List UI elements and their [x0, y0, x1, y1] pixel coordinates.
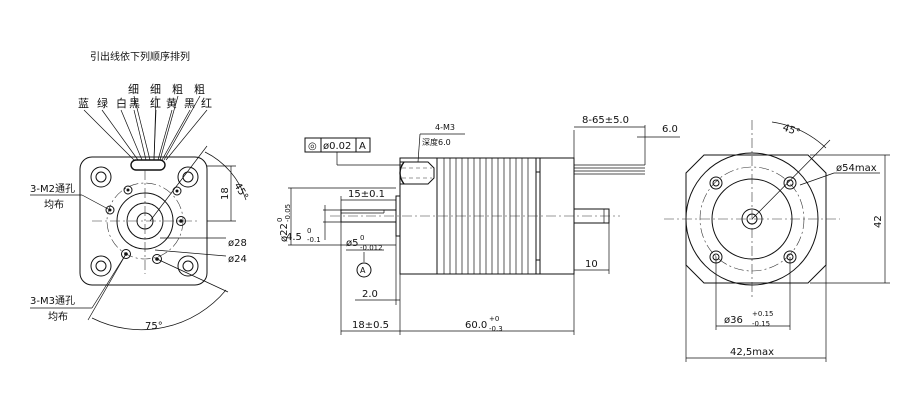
- dia-22-tol-upper: 0: [276, 218, 284, 222]
- lead-wires: [574, 164, 645, 175]
- tolerance-symbol: ◎: [308, 141, 317, 152]
- width-42-5-label: 42,5max: [730, 347, 774, 358]
- side-view: ◎ ø0.02 A: [276, 115, 680, 335]
- wire-bottom-6: 黄: [166, 96, 177, 110]
- rear-shaft-10-label: 10: [585, 259, 598, 270]
- dia-54-label: ø54max: [836, 163, 877, 174]
- lead-length-label: 8-65±5.0: [582, 115, 629, 126]
- dia-5-tol-upper: 0: [360, 234, 364, 242]
- body-60-label: 60.0: [465, 320, 487, 331]
- dia-5-label: ø5: [346, 238, 358, 249]
- wire-bottom-1: 蓝: [78, 97, 89, 110]
- flat-tol-upper: 0: [307, 227, 311, 235]
- dia-36-tol-lower: -0.15: [752, 320, 770, 328]
- wire-top-4: 粗: [194, 83, 205, 96]
- tapped-hole: [399, 161, 435, 185]
- wire-top-1: 细: [128, 83, 139, 96]
- dia-36-label: ø36: [724, 315, 743, 326]
- m2-holes: [105, 185, 182, 215]
- wire-color-labels: 细 细 粗 粗 蓝 绿 白 黑 红 黄 黑 红: [78, 83, 212, 110]
- body-tol-lower: -0.3: [489, 325, 503, 333]
- tolerance-value: ø0.02: [323, 141, 351, 152]
- angle-top-label: 45°: [231, 181, 249, 202]
- lead-slot: [130, 159, 166, 171]
- wire-top-2: 细: [150, 83, 161, 96]
- wire-leaders: [83, 95, 208, 161]
- rear-flange: [685, 154, 827, 284]
- wire-bottom-8: 红: [201, 97, 212, 110]
- dia-22-tol-lower: -0.05: [284, 204, 292, 222]
- tolerance-frame: ◎ ø0.02 A: [304, 137, 402, 166]
- shaft-18-label: 18±0.5: [352, 320, 389, 331]
- datum-label: A: [360, 266, 366, 275]
- height-42-label: 42: [873, 215, 884, 228]
- rear-view: 45° ø54max 42 ø36 +0.15 -0.15 42,5max: [664, 120, 890, 362]
- rear-angle-label: 45°: [781, 122, 801, 138]
- dim-15-label: 15±0.1: [348, 189, 385, 200]
- wire-bottom-2: 绿: [97, 96, 108, 110]
- rear-holes: [709, 176, 797, 264]
- wire-top-3: 粗: [172, 83, 183, 96]
- front-view: 引出线依下列顺序排列 细 细 粗 粗 蓝 绿 白 黑 红 黄 黑 红: [30, 50, 250, 332]
- m2-even-label: 均布: [44, 199, 64, 211]
- m3-even-label: 均布: [48, 311, 68, 323]
- m3-holes-label: 3-M3通孔: [30, 295, 75, 307]
- dia-22-label: ø22: [279, 223, 290, 242]
- height-18-label: 18: [220, 187, 231, 200]
- tap-depth-label: 深度6.0: [422, 137, 451, 147]
- dia-5-tol-lower: -0.012: [360, 244, 383, 252]
- wire-bottom-3: 白: [116, 96, 127, 110]
- dia-36-tol-upper: +0.15: [752, 310, 773, 318]
- wire-bottom-4: 黑: [129, 97, 140, 110]
- wire-bottom-7: 黑: [184, 97, 195, 110]
- flat-4-5-label: 4.5: [286, 232, 302, 243]
- tolerance-datum: A: [359, 141, 366, 152]
- datum-circle: [356, 262, 372, 278]
- front-shaft-side: [340, 209, 397, 223]
- lead-order-note: 引出线依下列顺序排列: [90, 50, 190, 63]
- corner-holes: [90, 166, 199, 277]
- angle-bottom-label: 75°: [145, 321, 163, 332]
- boss-2-label: 2.0: [362, 289, 378, 300]
- body-tol-upper: +0: [489, 315, 499, 323]
- m2-holes-label: 3-M2通孔: [30, 183, 75, 195]
- tap-holes-label: 4-M3: [435, 123, 455, 132]
- flat-tol-lower: -0.1: [307, 236, 321, 244]
- dia-24-label: ø24: [228, 254, 247, 265]
- dia-28-label: ø28: [228, 238, 247, 249]
- strip-length-label: 6.0: [662, 124, 678, 135]
